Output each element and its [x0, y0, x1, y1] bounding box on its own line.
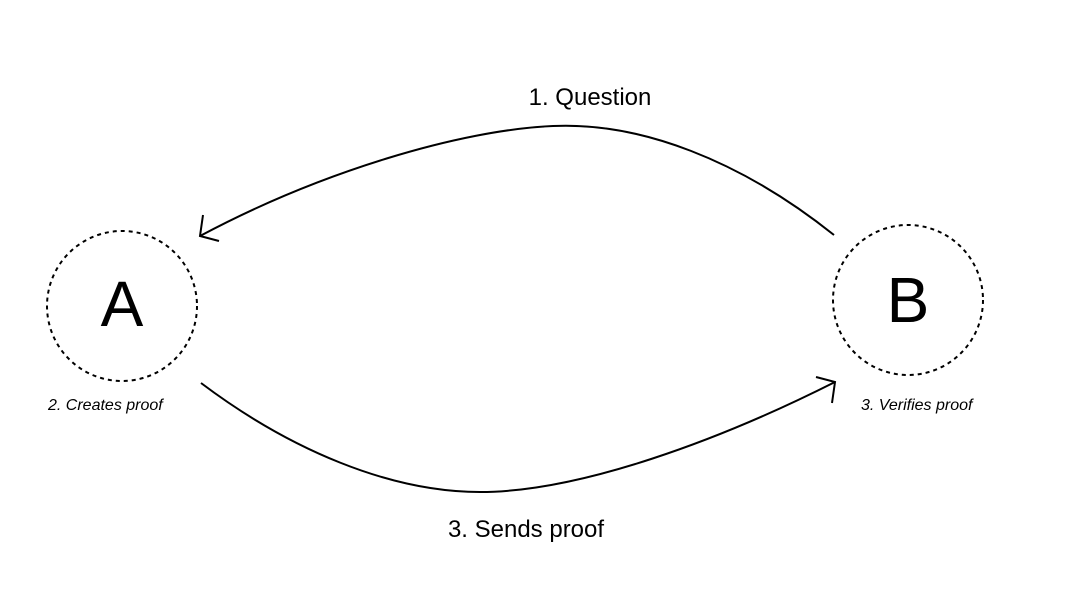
- node-a-letter: A: [101, 268, 144, 340]
- edge-sends-proof: 3. Sends proof: [200, 376, 837, 543]
- edge-question-arrowhead: [198, 214, 220, 242]
- edge-sends-proof-arc: [200, 381, 836, 494]
- node-b-circle: [832, 224, 984, 376]
- edge-sends-proof-arrowhead: [815, 376, 837, 404]
- node-b: B 3. Verifies proof: [832, 224, 984, 414]
- edge-question-label: 1. Question: [529, 84, 652, 111]
- node-a-caption: 2. Creates proof: [47, 397, 164, 414]
- edge-question-arc: [199, 124, 835, 237]
- node-a-circle: [46, 230, 198, 382]
- edge-question: 1. Question: [198, 84, 835, 242]
- node-b-letter: B: [887, 264, 930, 336]
- node-b-caption: 3. Verifies proof: [861, 397, 974, 414]
- edge-sends-proof-label: 3. Sends proof: [448, 516, 604, 543]
- node-a: A 2. Creates proof: [46, 230, 198, 414]
